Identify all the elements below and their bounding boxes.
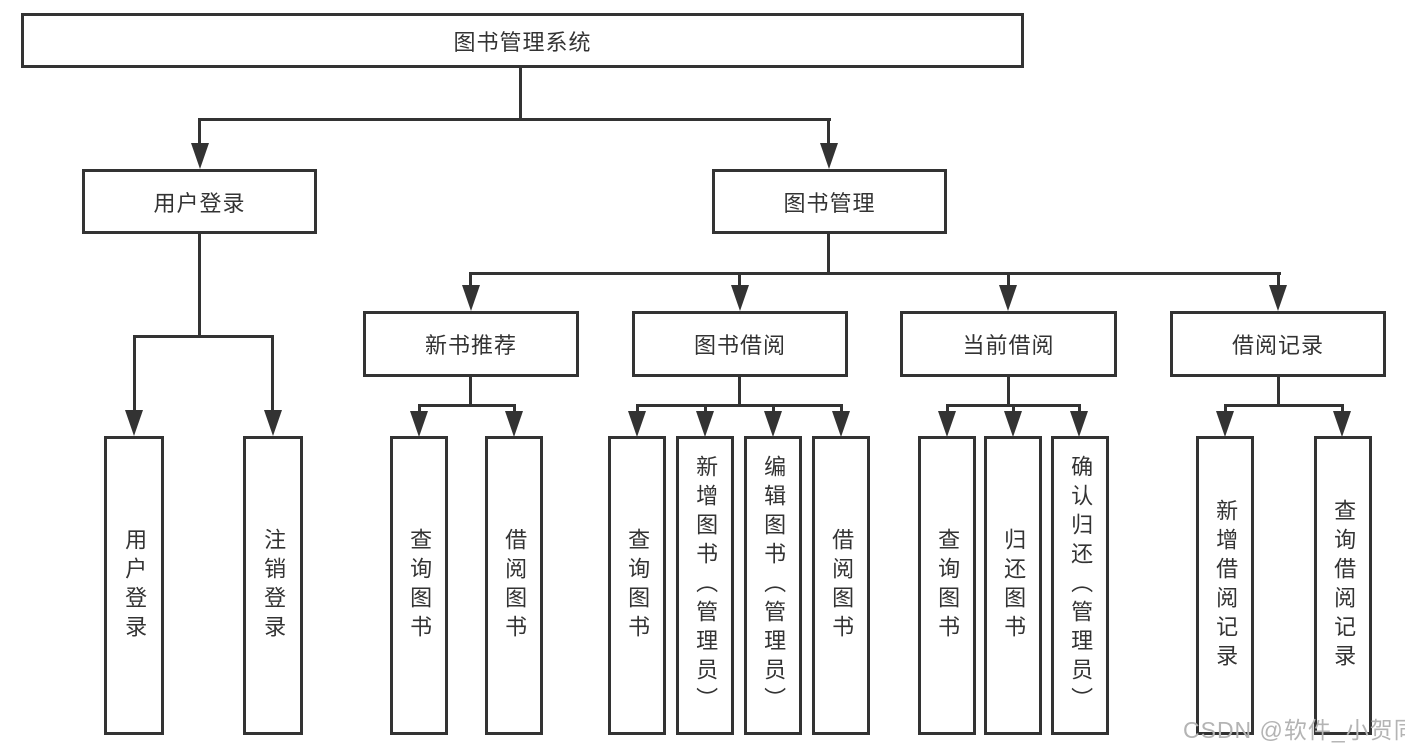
- node-book-borrowing: 图书借阅: [632, 311, 848, 377]
- leaf-current-return-books-label: 归还图书: [1001, 527, 1027, 644]
- leaf-records-add-record-label: 新增借阅记录: [1213, 498, 1239, 673]
- leaf-logout-label: 注销登录: [261, 527, 287, 644]
- arrow-borrowing-query-icon: [628, 411, 646, 437]
- leaf-borrowing-query-books: 查询图书: [608, 436, 666, 735]
- arrow-to-user-login-icon: [191, 143, 209, 169]
- connector-mgmt-child3-stem: [1007, 272, 1010, 287]
- leaf-borrowing-add-books-admin: 新增图书（管理员）: [676, 436, 734, 735]
- connector-borrowing-rail: [636, 404, 842, 407]
- leaf-newbook-borrow-books-label: 借阅图书: [502, 527, 528, 644]
- connector-login-child1-stem: [133, 335, 136, 412]
- leaf-records-query-record: 查询借阅记录: [1314, 436, 1372, 735]
- connector-newbook-child2-stem: [513, 404, 516, 414]
- node-current-borrowing-label: 当前借阅: [962, 333, 1055, 358]
- leaf-borrowing-borrow-books-label: 借阅图书: [829, 527, 855, 644]
- node-current-borrowing: 当前借阅: [900, 311, 1117, 377]
- leaf-borrowing-edit-books-admin: 编辑图书（管理员）: [744, 436, 802, 735]
- connector-borrowing-stem: [738, 377, 741, 407]
- connector-current-child2-stem: [1012, 404, 1015, 414]
- connector-borrowing-child1-stem: [636, 404, 639, 414]
- leaf-records-add-record: 新增借阅记录: [1196, 436, 1254, 735]
- arrow-borrowing-add-icon: [696, 411, 714, 437]
- connector-records-rail: [1224, 404, 1344, 407]
- connector-records-child2-stem: [1341, 404, 1344, 414]
- leaf-newbook-query-books-label: 查询图书: [407, 527, 433, 644]
- connector-root-to-mgmt-stem: [827, 118, 830, 146]
- connector-mgmt-rail: [469, 272, 1281, 275]
- node-book-management: 图书管理: [712, 169, 947, 234]
- connector-root-to-login-stem: [198, 118, 201, 146]
- leaf-current-query-books: 查询图书: [918, 436, 976, 735]
- connector-mgmt-stem: [827, 234, 830, 275]
- leaf-current-confirm-return-admin: 确认归还（管理员）: [1051, 436, 1109, 735]
- arrow-to-current-borrow-icon: [999, 285, 1017, 311]
- arrow-newbook-borrow-icon: [505, 411, 523, 437]
- connector-borrowing-child2-stem: [704, 404, 707, 414]
- leaf-current-confirm-return-admin-label: 确认归还（管理员）: [1068, 455, 1094, 716]
- arrow-to-new-book-icon: [462, 285, 480, 311]
- connector-login-child2-stem: [271, 335, 274, 412]
- arrow-to-book-mgmt-icon: [820, 143, 838, 169]
- arrow-borrowing-edit-icon: [764, 411, 782, 437]
- connector-mgmt-child1-stem: [469, 272, 472, 287]
- arrow-records-add-icon: [1216, 411, 1234, 437]
- node-library-system: 图书管理系统: [21, 13, 1024, 68]
- leaf-newbook-borrow-books: 借阅图书: [485, 436, 543, 735]
- leaf-borrowing-add-books-admin-label: 新增图书（管理员）: [693, 455, 719, 716]
- arrow-records-query-icon: [1333, 411, 1351, 437]
- leaf-current-return-books: 归还图书: [984, 436, 1042, 735]
- connector-current-child1-stem: [946, 404, 949, 414]
- leaf-borrowing-edit-books-admin-label: 编辑图书（管理员）: [761, 455, 787, 716]
- leaf-current-query-books-label: 查询图书: [935, 527, 961, 644]
- leaf-user-login: 用户登录: [104, 436, 164, 735]
- leaf-user-login-label: 用户登录: [122, 527, 148, 644]
- arrow-borrowing-borrow-icon: [832, 411, 850, 437]
- csdn-watermark: CSDN @软件_小贺同学: [1183, 717, 1405, 743]
- connector-current-stem: [1007, 377, 1010, 407]
- connector-login-rail: [133, 335, 274, 338]
- connector-mgmt-child4-stem: [1277, 272, 1280, 287]
- connector-newbook-rail: [418, 404, 516, 407]
- node-borrow-records: 借阅记录: [1170, 311, 1386, 377]
- leaf-borrowing-borrow-books: 借阅图书: [812, 436, 870, 735]
- connector-borrowing-child3-stem: [772, 404, 775, 414]
- node-library-system-label: 图书管理系统: [453, 29, 592, 55]
- arrow-to-leaf-user-login-icon: [125, 410, 143, 436]
- connector-login-stem: [198, 234, 201, 337]
- node-user-login: 用户登录: [82, 169, 317, 234]
- node-new-book-recommend-label: 新书推荐: [424, 333, 517, 358]
- connector-newbook-child1-stem: [418, 404, 421, 414]
- arrow-current-return-icon: [1004, 411, 1022, 437]
- node-book-management-label: 图书管理: [783, 190, 876, 216]
- connector-mgmt-child2-stem: [738, 272, 741, 287]
- arrow-newbook-query-icon: [410, 411, 428, 437]
- node-borrow-records-label: 借阅记录: [1231, 333, 1324, 358]
- arrow-to-book-borrow-icon: [731, 285, 749, 311]
- connector-records-stem: [1277, 377, 1280, 407]
- node-book-borrowing-label: 图书借阅: [693, 333, 786, 358]
- arrow-current-query-icon: [938, 411, 956, 437]
- connector-root-stem: [519, 68, 522, 120]
- connector-borrowing-child4-stem: [840, 404, 843, 414]
- node-new-book-recommend: 新书推荐: [363, 311, 579, 377]
- arrow-to-leaf-logout-icon: [264, 410, 282, 436]
- leaf-borrowing-query-books-label: 查询图书: [625, 527, 651, 644]
- leaf-records-query-record-label: 查询借阅记录: [1331, 498, 1357, 673]
- connector-records-child1-stem: [1224, 404, 1227, 414]
- arrow-current-confirm-icon: [1070, 411, 1088, 437]
- connector-current-child3-stem: [1078, 404, 1081, 414]
- arrow-to-borrow-records-icon: [1269, 285, 1287, 311]
- node-user-login-label: 用户登录: [153, 190, 246, 216]
- connector-root-rail: [198, 118, 831, 121]
- leaf-logout: 注销登录: [243, 436, 303, 735]
- connector-newbook-stem: [469, 377, 472, 407]
- leaf-newbook-query-books: 查询图书: [390, 436, 448, 735]
